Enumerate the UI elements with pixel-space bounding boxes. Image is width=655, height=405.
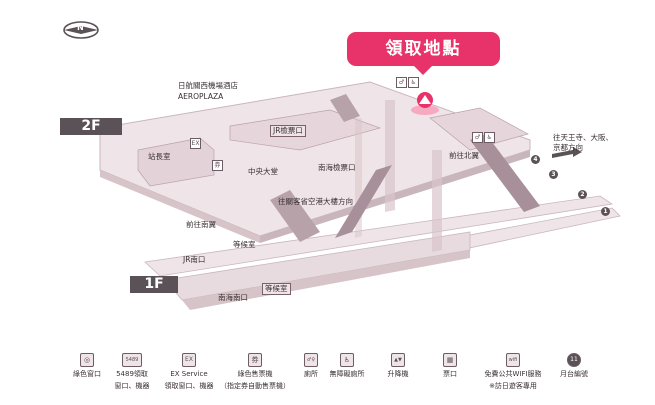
exit-icon: ▦ [443, 353, 457, 367]
legend-restroom: ♂♀ 廁所 [295, 353, 327, 382]
pickup-marker-base [411, 105, 439, 115]
floor-1f-lower [182, 250, 470, 310]
accessible-restroom-icon-north: ♿ [484, 132, 495, 143]
platform-number-3: 3 [549, 170, 558, 179]
to-terminal-label: 往關客省空港大樓方向 [278, 197, 353, 206]
platform-number-1: 1 [601, 207, 610, 216]
pickup-location-callout: 領取地點 [347, 32, 500, 75]
accessible-restroom-icon: ♿ [408, 77, 419, 88]
direction-label: 往天王寺、大阪、 [553, 133, 613, 142]
escalator-2 [335, 165, 392, 238]
escalator-4 [330, 94, 360, 122]
legend-accessible-restroom: ♿ 無障礙廁所 [322, 353, 372, 382]
waiting-room-upper-label: 等候室 [233, 240, 256, 249]
floor-tag-1f: 1F [130, 276, 178, 293]
ex-service-icon: EX [182, 353, 196, 367]
green-ticket-machine-icon: 券 [212, 160, 223, 171]
green-window-icon: ◎ [80, 353, 94, 367]
platform-number-icon: 11 [567, 353, 581, 367]
room-north [429, 107, 529, 151]
waiting-room-lower-label: 等候室 [262, 283, 291, 295]
escalator-3 [470, 134, 540, 212]
hotel-label-en: AEROPLAZA [178, 92, 224, 101]
wifi-icon: wifi [506, 353, 520, 367]
direction-arrow [552, 147, 582, 158]
compass-north-label: N [77, 23, 84, 32]
jr-5489-icon: 5489 [122, 353, 142, 367]
elevator-icon: ▲▼ [391, 353, 405, 367]
hotel-label: 日航關西機場酒店 [178, 81, 238, 90]
legend-platform-number: 11 月台編號 [552, 353, 596, 382]
legend-green-ticket-machine: 券 綠色售票機 （指定券自動售票機） [218, 353, 292, 390]
jr-ticket-gate-label: JR檢票口 [270, 125, 306, 137]
to-north-wing-label: 前往北翼 [449, 151, 479, 160]
ex-service-icon: EX [190, 138, 201, 149]
restroom-icon: ♂♀ [304, 353, 318, 367]
legend-green-window: ◎ 綠色窗口 [62, 353, 112, 382]
floor-2f-edge [100, 170, 260, 243]
beam-right [432, 150, 442, 252]
legend-ex-service: EX EX Service 領取窗口、機器 [158, 353, 220, 390]
to-south-wing-label: 前往南翼 [186, 220, 216, 229]
platform-number-2: 2 [578, 190, 587, 199]
restroom-icon: ♂ [396, 77, 407, 88]
nankai-gate-label: 南海檢票口 [318, 163, 356, 172]
station-master-label: 站長室 [148, 152, 171, 161]
legend-5489: 5489 5489領取 窗口、機器 [107, 353, 157, 390]
central-hall-label: 中央大堂 [248, 167, 278, 176]
compass [63, 21, 99, 39]
direction-label-2: 京都方向 [553, 143, 583, 152]
jr-south-exit-label: JR南口 [183, 255, 206, 264]
beam-left [385, 100, 395, 212]
nankai-south-exit-label: 南海南口 [218, 293, 248, 302]
legend-wifi: wifi 免費公共WIFI服務 ※訪日遊客專用 [476, 353, 550, 390]
platform-strip-1 [144, 195, 614, 277]
accessible-restroom-icon: ♿ [340, 353, 354, 367]
legend-elevator: ▲▼ 升降機 [378, 353, 418, 382]
pickup-marker-glyph [419, 95, 431, 104]
legend-exit: ▦ 票口 [432, 353, 468, 382]
floor-tag-2f: 2F [60, 118, 122, 135]
platform-number-4: 4 [531, 155, 540, 164]
green-ticket-machine-icon: 券 [248, 353, 262, 367]
restroom-icon-north: ♂ [472, 132, 483, 143]
escalator-1 [270, 190, 320, 242]
